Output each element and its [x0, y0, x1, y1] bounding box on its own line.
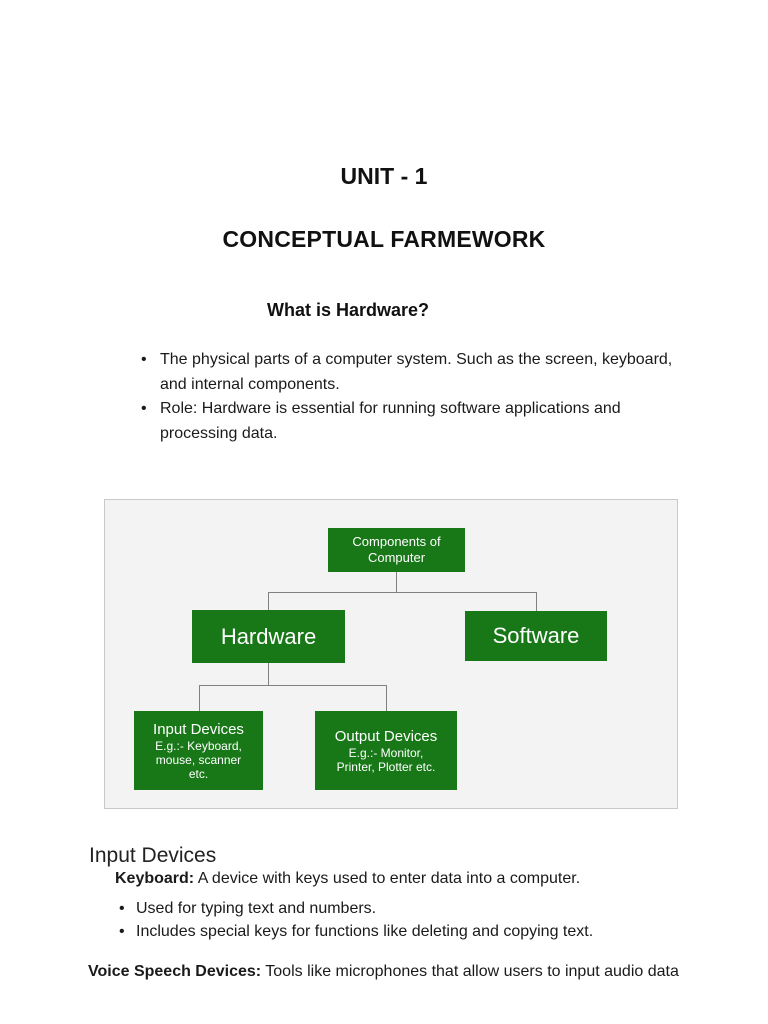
node-label: Hardware [220, 623, 317, 649]
connector-hardware-stub [268, 663, 269, 685]
node-label: Components of Computer [352, 534, 441, 565]
node-software: Software [465, 611, 607, 661]
intro-bullet-list: The physical parts of a computer system.… [141, 348, 676, 447]
node-output-devices: Output Devices E.g.:- Monitor, Printer, … [315, 711, 457, 790]
unit-title: UNIT - 1 [340, 163, 428, 189]
node-subtext: Printer, Plotter etc. [336, 759, 436, 774]
voice-devices-text: Tools like microphones that allow users … [261, 963, 679, 980]
node-hardware: Hardware [192, 610, 345, 663]
node-title: Input Devices [153, 720, 244, 738]
voice-devices-label: Voice Speech Devices: [88, 963, 262, 980]
connector-level1-horizontal [268, 592, 537, 593]
keyboard-bullet-list: Used for typing text and numbers. Includ… [119, 897, 696, 944]
connector-output-drop [386, 685, 387, 711]
components-diagram-panel: Components of Computer Hardware Software… [104, 499, 678, 809]
connector-hardware-drop [268, 592, 269, 610]
keyboard-text: A device with keys used to enter data in… [194, 870, 581, 887]
connector-software-drop [536, 592, 537, 611]
connector-level2-horizontal [199, 685, 387, 686]
node-label: Software [492, 623, 580, 648]
keyboard-bullet-item: Used for typing text and numbers. [119, 897, 696, 921]
chapter-title: CONCEPTUAL FARMEWORK [222, 226, 546, 252]
intro-bullet-item: Role: Hardware is essential for running … [141, 397, 676, 446]
connector-root-stub [396, 572, 397, 592]
node-input-devices: Input Devices E.g.:- Keyboard, mouse, sc… [134, 711, 263, 790]
intro-bullet-item: The physical parts of a computer system.… [141, 348, 676, 397]
node-components-of-computer: Components of Computer [328, 528, 465, 572]
node-subtext: etc. [188, 766, 209, 781]
node-subtext: mouse, scanner [155, 752, 242, 767]
voice-devices-definition: Voice Speech Devices: Tools like microph… [88, 963, 679, 981]
node-title: Output Devices [334, 727, 438, 745]
node-subtext: E.g.:- Keyboard, [155, 738, 242, 753]
input-devices-heading: Input Devices [89, 844, 217, 867]
keyboard-bullet-item: Includes special keys for functions like… [119, 920, 696, 944]
keyboard-label: Keyboard: [115, 870, 195, 887]
node-subtext: E.g.:- Monitor, [348, 745, 424, 760]
section-heading: What is Hardware? [266, 300, 430, 320]
keyboard-definition: Keyboard: A device with keys used to ent… [115, 870, 580, 888]
connector-input-drop [199, 685, 200, 711]
